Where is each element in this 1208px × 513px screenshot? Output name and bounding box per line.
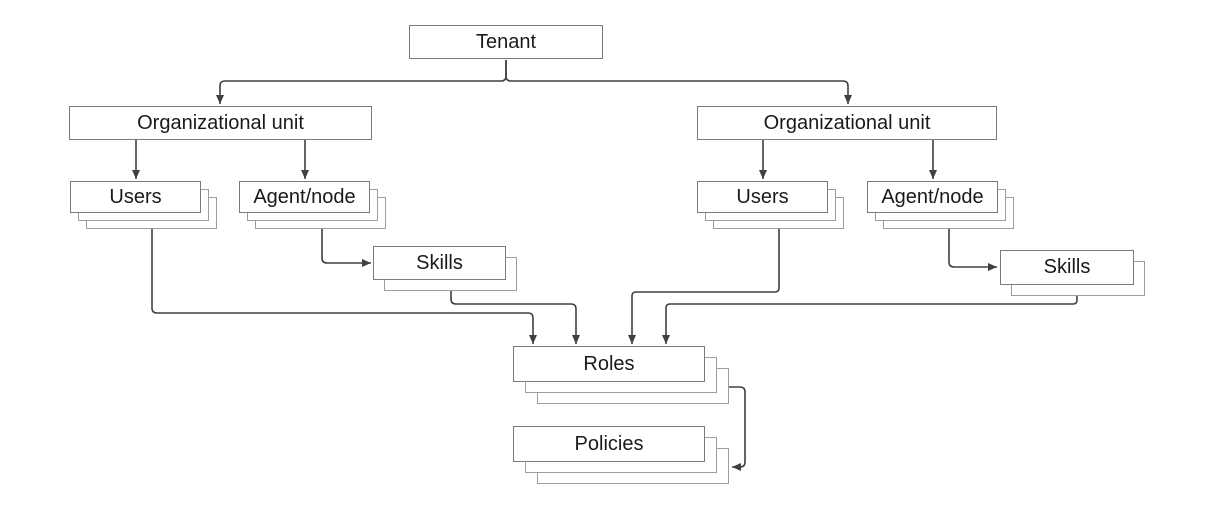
users-left-label: Users xyxy=(109,185,162,208)
edge-users-right-roles xyxy=(628,229,780,344)
tenant-box: Tenant xyxy=(409,25,603,59)
edge-agent-right-skills-right xyxy=(948,229,997,271)
users-left-node: Users xyxy=(70,181,217,229)
edge-skills-left-roles xyxy=(450,291,580,344)
org-unit-right-node: Organizational unit xyxy=(697,106,997,140)
policies-label: Policies xyxy=(574,432,644,455)
agent-node-left-box: Agent/node xyxy=(239,181,370,213)
roles-label: Roles xyxy=(583,352,635,375)
edge-tenant-org-left xyxy=(216,60,507,104)
roles-node: Roles xyxy=(513,346,729,404)
skills-left-label: Skills xyxy=(416,251,463,274)
policies-box: Policies xyxy=(513,426,705,462)
skills-right-box: Skills xyxy=(1000,250,1134,285)
skills-left-node: Skills xyxy=(373,246,517,291)
org-unit-right-box: Organizational unit xyxy=(697,106,997,140)
users-right-box: Users xyxy=(697,181,828,213)
edge-roles-policies xyxy=(729,386,746,471)
tenant-label: Tenant xyxy=(475,30,537,53)
edge-skills-right-roles xyxy=(662,296,1078,344)
org-unit-left-node: Organizational unit xyxy=(69,106,372,140)
skills-right-label: Skills xyxy=(1043,256,1091,278)
agent-node-right-box: Agent/node xyxy=(867,181,998,213)
edge-agent-left-skills-left xyxy=(321,229,371,267)
agent-node-left-label: Agent/node xyxy=(253,185,356,208)
users-left-box: Users xyxy=(70,181,201,213)
org-unit-right-label: Organizational unit xyxy=(763,111,931,134)
skills-left-box: Skills xyxy=(373,246,506,280)
agent-node-right-label: Agent/node xyxy=(881,185,984,208)
roles-box: Roles xyxy=(513,346,705,382)
policies-node: Policies xyxy=(513,426,729,484)
users-right-node: Users xyxy=(697,181,844,229)
agent-node-left-node: Agent/node xyxy=(239,181,386,229)
users-right-label: Users xyxy=(736,185,789,208)
org-unit-left-label: Organizational unit xyxy=(137,111,304,134)
org-unit-left-box: Organizational unit xyxy=(69,106,372,140)
skills-right-node: Skills xyxy=(1000,250,1145,296)
edge-tenant-org-right xyxy=(505,60,852,104)
agent-node-right-node: Agent/node xyxy=(867,181,1014,229)
tenant-node: Tenant xyxy=(409,25,603,59)
